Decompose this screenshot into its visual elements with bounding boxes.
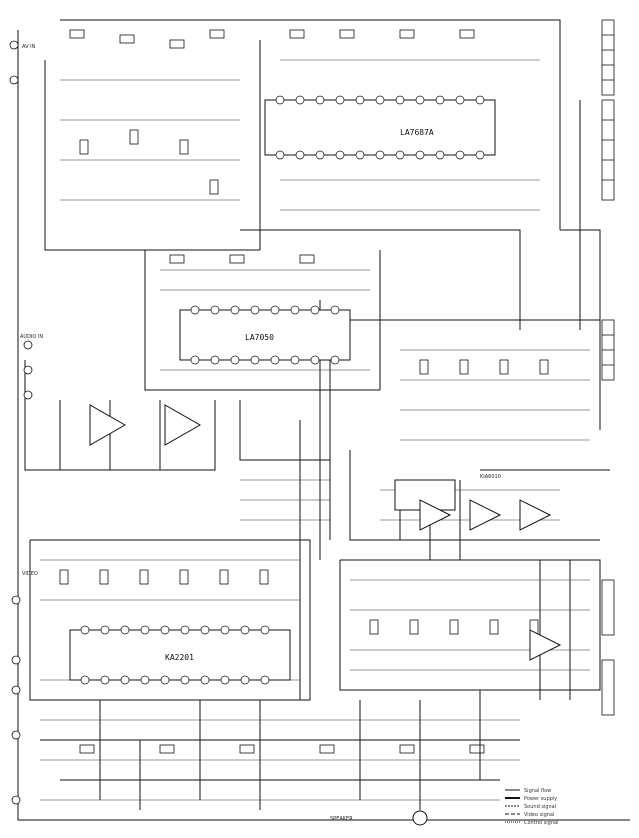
- legend: Signal flow Power supply Sound signal Vi…: [505, 788, 558, 826]
- legend-item: Signal flow: [524, 788, 551, 794]
- ic-right-label: KIA6010: [480, 474, 501, 480]
- ic-mid-label: LA7050: [245, 333, 274, 342]
- meter-icon: [412, 810, 428, 826]
- left-label-mid: AUDIO IN: [20, 334, 43, 340]
- legend-item: Sound signal: [524, 804, 556, 810]
- left-label-top: AV IN: [22, 44, 36, 50]
- ic-top-body: [264, 99, 496, 156]
- left-label-bottom: VIDEO: [22, 571, 38, 577]
- ic-pins: [80, 95, 485, 685]
- ic-bottom-body: [69, 629, 291, 681]
- ic-mid-body: [179, 309, 351, 361]
- components: [59, 29, 549, 754]
- legend-item: Control signal: [524, 820, 558, 826]
- ic-bottom-label: KA2201: [165, 653, 194, 662]
- ic-blocks: [69, 99, 496, 681]
- signal-lines: [40, 59, 590, 801]
- ic-top-label: LA7687A: [400, 128, 434, 137]
- connectors: [601, 19, 615, 716]
- legend-item: Power supply: [524, 796, 557, 802]
- legend-item: Video signal: [524, 812, 554, 818]
- wiring: [17, 19, 630, 821]
- op-amps: [89, 404, 562, 661]
- input-jacks: [9, 40, 33, 805]
- bottom-marker: SPEAKER: [330, 816, 353, 822]
